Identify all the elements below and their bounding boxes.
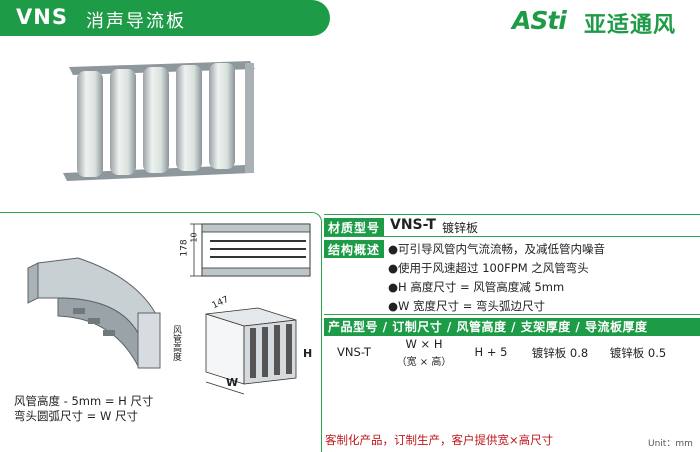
- dim-10: 10: [189, 232, 199, 243]
- brand-logo: ASti: [512, 6, 567, 35]
- note-line-1: 风管高度 - 5mm = H 尺寸: [14, 394, 154, 408]
- cell-plate: 镀锌板 0.5: [609, 346, 667, 360]
- note-line-2: 弯头圆弧尺寸 = W 尺寸: [14, 409, 138, 423]
- header-banner: [0, 0, 330, 36]
- drawing-panel: [0, 212, 322, 452]
- elbow-duct-illustration: [27, 257, 161, 369]
- table-top-line: [324, 214, 700, 215]
- table-header-row: 产品型号 / 订制尺寸 / 风管高度 / 支架厚度 / 导流板厚度: [324, 318, 700, 336]
- feature-item-2: ●使用于风速超过 100FPM 之风管弯头: [388, 261, 589, 275]
- product-code: VNS: [16, 5, 68, 29]
- feature-item-1: ●可引导风管内气流流畅，及减低管内噪音: [388, 242, 606, 256]
- feature-item-3: ●H 高度尺寸 = 风管高度减 5mm: [388, 280, 565, 294]
- structure-label: 结构概述: [328, 243, 381, 257]
- cell-duct-height: H + 5: [474, 345, 508, 359]
- product-photo: [63, 61, 255, 181]
- section-drawing: [190, 223, 311, 277]
- vanes: [77, 63, 235, 177]
- cell-size: W × H: [405, 337, 443, 351]
- unit-label: Unit：mm: [648, 439, 693, 449]
- brand-name: 亚适通风: [584, 13, 677, 38]
- material-model: VNS-T: [390, 217, 436, 233]
- feature-item-4: ●W 宽度尺寸 = 弯头弧边尺寸: [388, 299, 546, 313]
- product-title: 消声导流板: [86, 11, 186, 32]
- material-label-bg: [324, 218, 384, 236]
- custom-order-note: 客制化产品，订制生产，客户提供宽×高尺寸: [325, 433, 554, 447]
- cell-bracket: 镀锌板 0.8: [531, 346, 589, 360]
- material-value: 镀锌板: [442, 221, 479, 235]
- label-h: H: [303, 347, 313, 360]
- material-label: 材质型号: [328, 221, 381, 235]
- table-line-2: [324, 236, 700, 237]
- structure-label-bg: [324, 240, 384, 258]
- table-line-3: [324, 314, 700, 315]
- cell-size-note: （宽 × 高）: [396, 357, 452, 368]
- label-w: W: [226, 376, 239, 389]
- label-duct-height: 风管高度: [171, 325, 181, 361]
- cell-model: VNS-T: [337, 345, 371, 359]
- dim-178: 178: [179, 239, 190, 257]
- assembly-drawing: [205, 307, 297, 395]
